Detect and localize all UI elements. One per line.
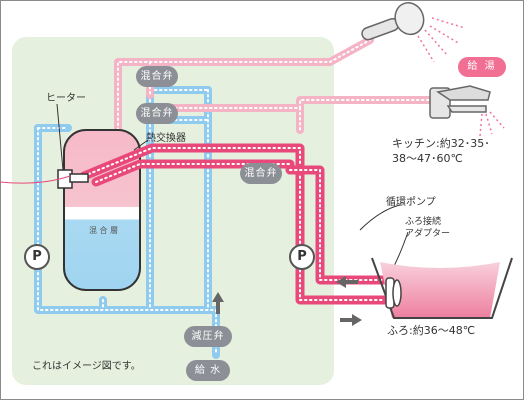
heater-label: ヒーター xyxy=(46,93,86,104)
circulation-pump-label: 循環ポンプ xyxy=(386,197,436,208)
flow-arrows xyxy=(212,276,362,326)
outside-leader xyxy=(0,175,71,184)
mixing-valve-pill-right: 混合弁 xyxy=(240,163,282,184)
heat-exchanger-leader xyxy=(133,139,149,151)
heater-element xyxy=(56,103,89,189)
pump-right-icon: P xyxy=(289,244,315,270)
pump-leader xyxy=(359,204,401,231)
shower-spray xyxy=(417,17,466,63)
kitchen-temp-label-1: キッチン:約32･35･ xyxy=(392,137,490,150)
bath-adapter-label-2: アダプター xyxy=(405,229,451,239)
shower-head-icon xyxy=(361,2,425,41)
bath-temp-label: ふろ:約36～48℃ xyxy=(387,324,476,337)
bath-adapter-label-1: ふろ接続 xyxy=(405,217,442,227)
heat-exchanger-label: 熱交換器 xyxy=(146,133,186,144)
mixing-valve-pill-middle: 混合弁 xyxy=(136,103,178,124)
bath-adapter-icon xyxy=(385,277,402,309)
pump-left-icon: P xyxy=(24,244,50,270)
bathtub-icon xyxy=(371,257,513,319)
faucet-spray xyxy=(479,111,505,137)
water-supply-pill: 給 水 xyxy=(186,360,230,381)
kitchen-faucet-icon xyxy=(429,85,491,119)
mixing-valve-pill-top: 混合弁 xyxy=(136,66,178,87)
pressure-reducing-valve-pill: 減圧弁 xyxy=(184,326,232,347)
kitchen-temp-label-2: 38～47･60℃ xyxy=(392,152,463,165)
image-caption: これはイメージ図です。 xyxy=(32,361,141,372)
mixing-layer-label: 混 合 層 xyxy=(89,226,119,235)
hot-water-supply-pill: 給 湯 xyxy=(458,57,506,77)
